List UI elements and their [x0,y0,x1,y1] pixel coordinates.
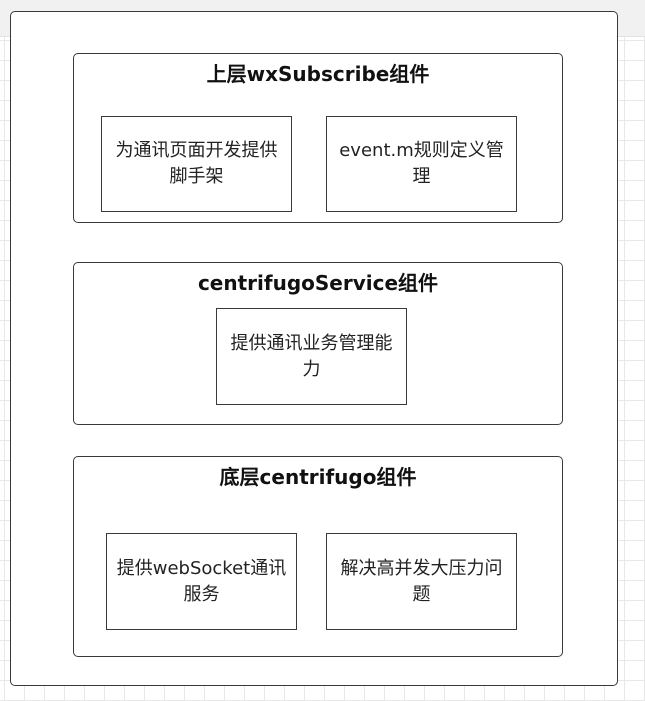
box-label: 提供通讯业务管理能力 [230,332,393,380]
high-concurrency-box: 解决高并发大压力问题 [326,533,517,630]
business-management-box: 提供通讯业务管理能力 [216,308,407,405]
box-label: 解决高并发大压力问题 [340,557,503,605]
event-rules-box: event.m规则定义管理 [326,116,517,212]
layer-title: 底层centrifugo组件 [219,465,417,489]
box-label: event.m规则定义管理 [339,140,504,187]
layer-title: 上层wxSubscribe组件 [206,62,430,86]
box-label: 提供webSocket通讯服务 [116,557,287,605]
box-label: 为通讯页面开发提供脚手架 [115,140,278,187]
websocket-service-box: 提供webSocket通讯服务 [106,533,297,630]
scaffold-box: 为通讯页面开发提供脚手架 [101,116,292,212]
layer-title: centrifugoService组件 [197,271,439,295]
